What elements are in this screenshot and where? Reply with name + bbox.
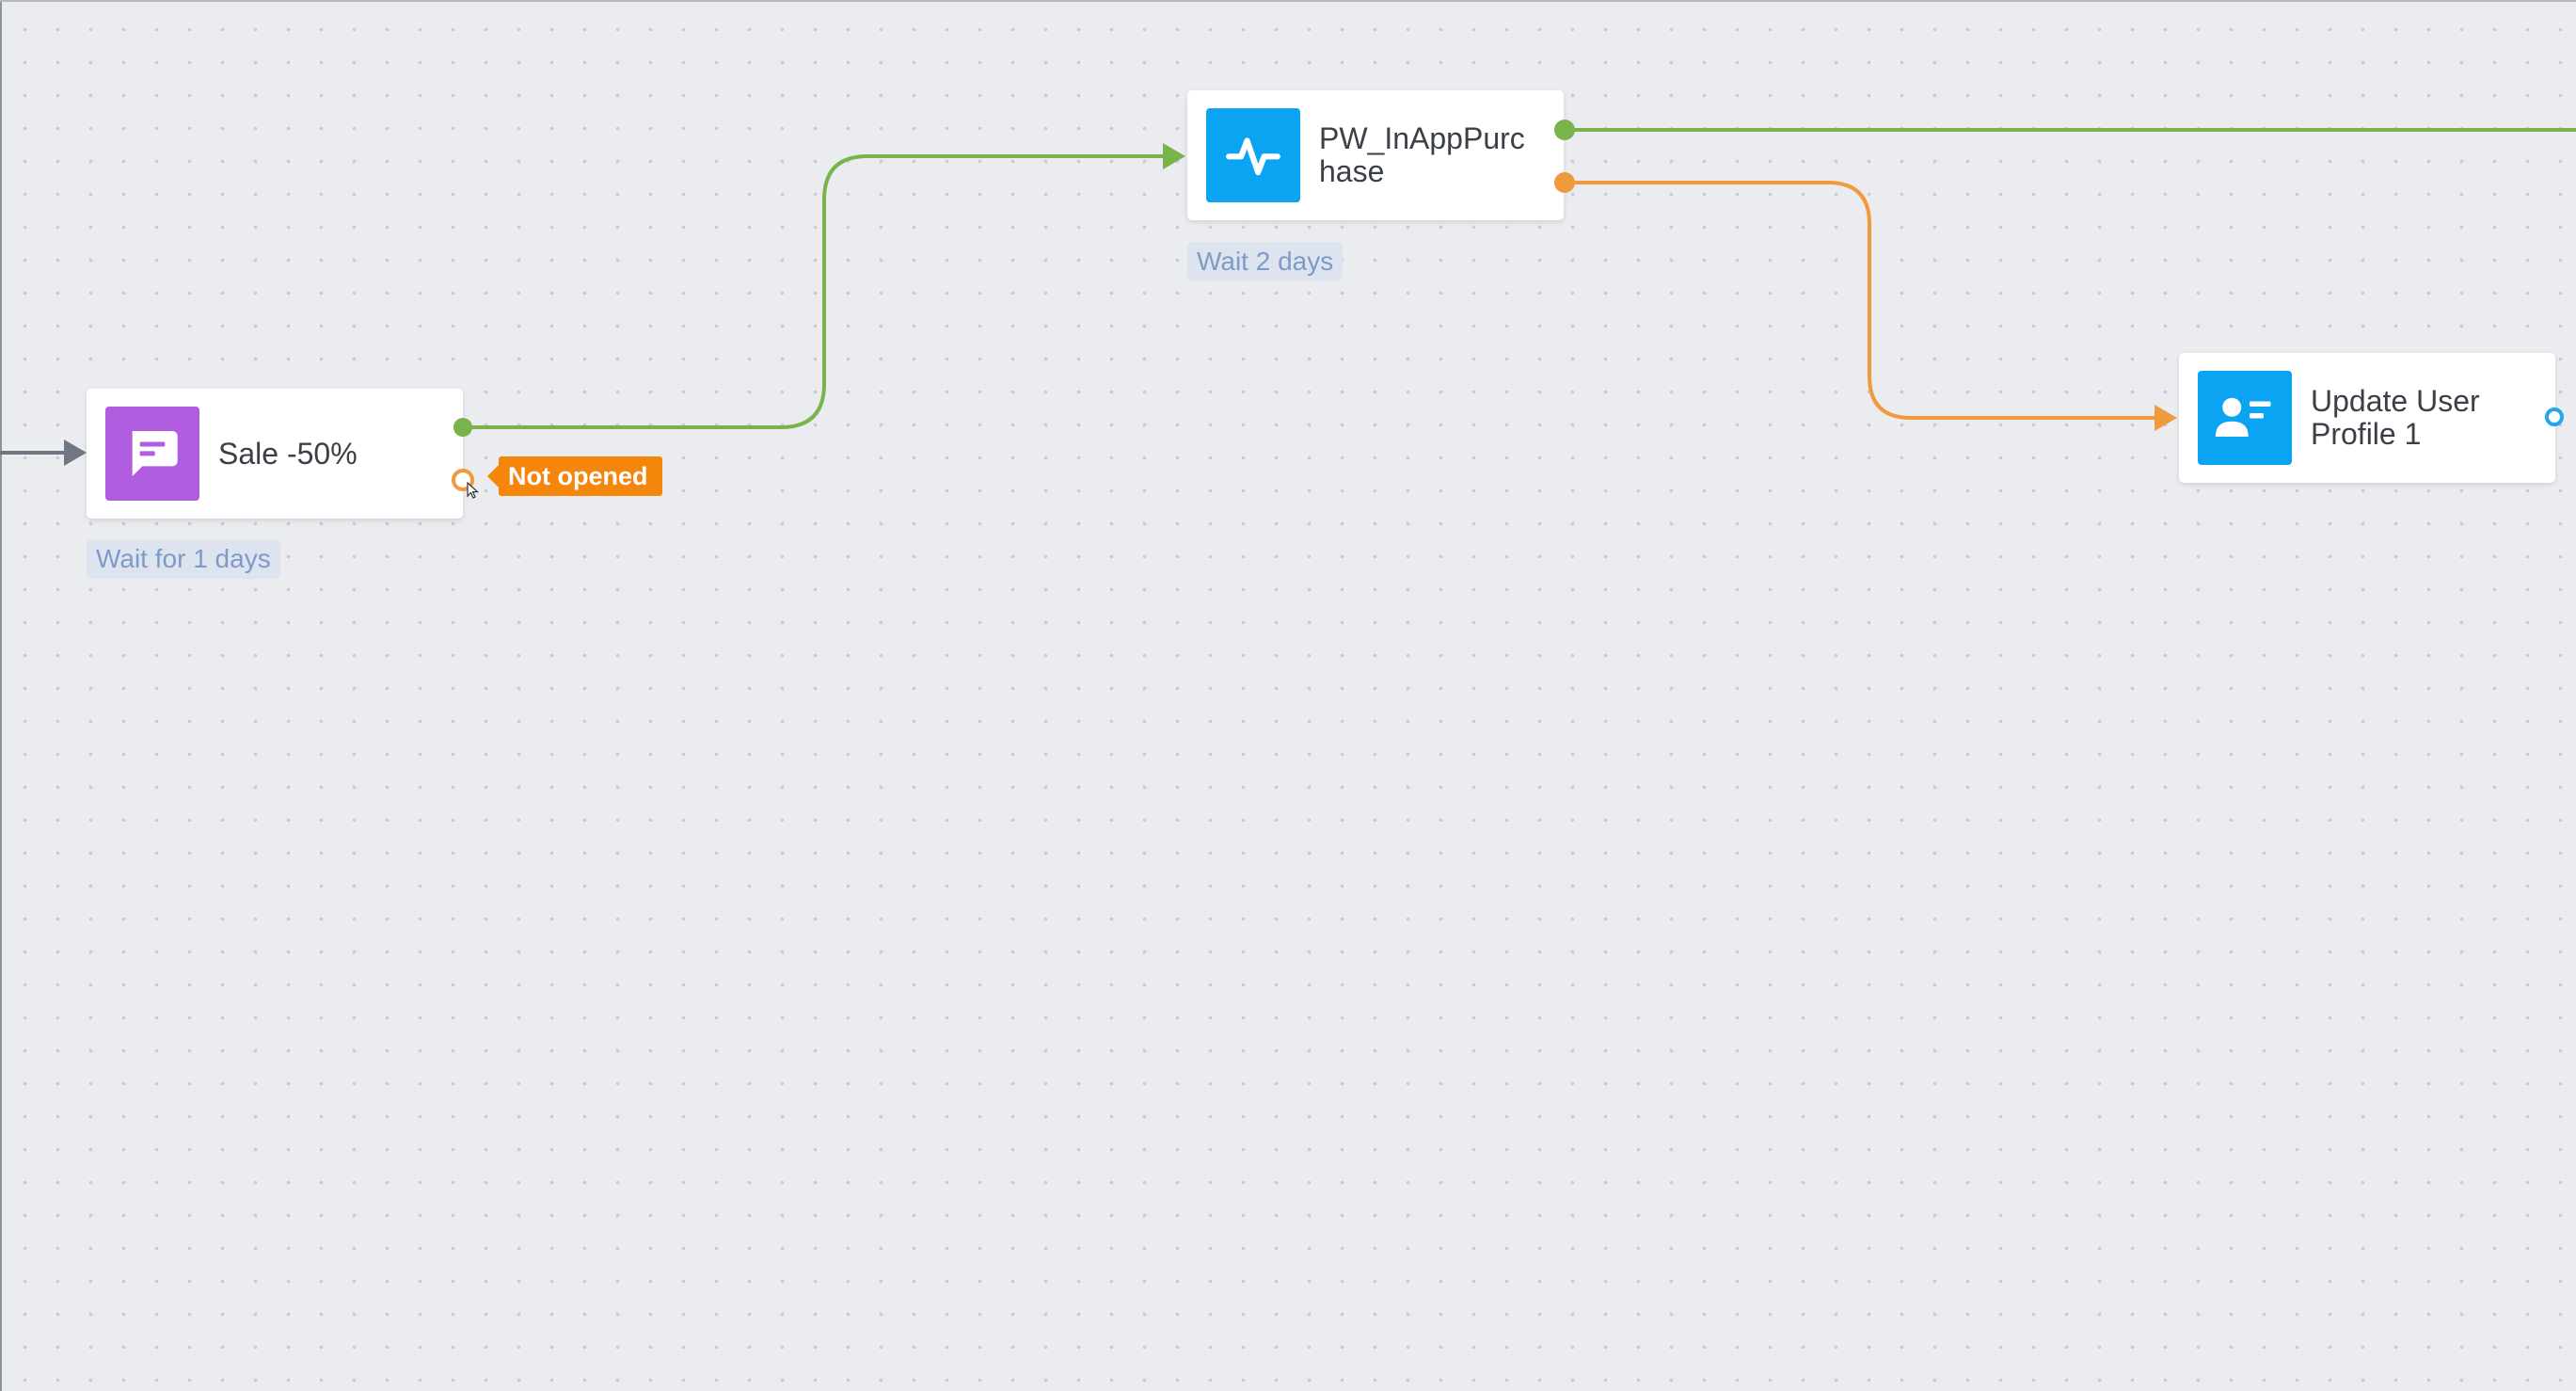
purchase-success-port[interactable] [1554,120,1575,140]
profile-output-port[interactable] [2545,408,2564,426]
sale-to-purchase-connection[interactable] [465,154,1165,429]
sale-success-port[interactable] [453,418,472,437]
node-purchase-event[interactable]: PW_InAppPurchase [1187,90,1564,220]
node-update-user-profile[interactable]: Update User Profile 1 [2179,353,2555,483]
node-sale-message[interactable]: Sale -50% [87,389,463,519]
incoming-arrowhead [64,440,87,466]
not-opened-tag: Not opened [487,456,662,496]
node-profile-label: Update User Profile 1 [2311,384,2480,451]
canvas-left-border [0,0,2,1391]
purchase-to-profile-arrowhead [2155,405,2177,431]
purchase-to-profile-connection[interactable] [1564,181,2156,420]
node-purchase-label: PW_InAppPurchase [1319,121,1525,188]
sale-not-opened-port[interactable] [452,469,474,491]
purchase-fail-port[interactable] [1554,172,1575,193]
node-sale-label: Sale -50% [218,436,358,471]
sale-to-purchase-arrowhead [1163,143,1185,169]
purchase-wait-badge[interactable]: Wait 2 days [1187,242,1344,281]
pulse-icon [1206,108,1300,202]
mouse-cursor-icon [467,482,480,499]
sale-wait-badge[interactable]: Wait for 1 days [87,539,280,579]
message-icon [105,407,199,501]
user-profile-icon [2198,371,2292,465]
canvas-top-border [0,0,2576,2]
